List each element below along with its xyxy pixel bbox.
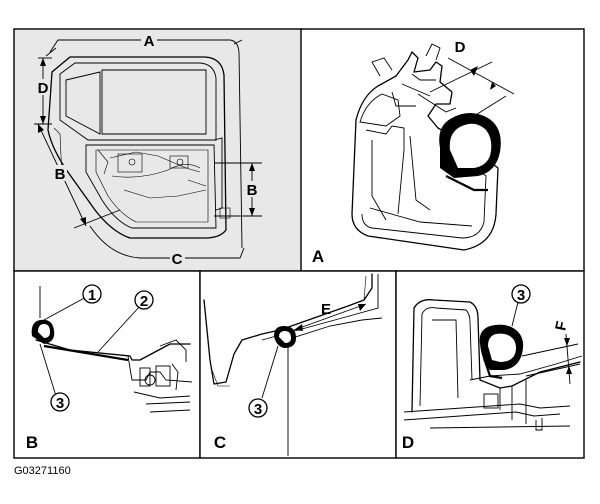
dimension-a-top: A (45, 33, 243, 249)
seal-b (31, 319, 55, 344)
dim-label-b-right: B (247, 182, 258, 199)
detail-d-panel: F 3 D (395, 270, 585, 459)
dim-label-a: A (144, 33, 155, 50)
reference-code: G03271160 (14, 465, 71, 477)
callout-3-d: 3 (511, 284, 531, 327)
dim-label-c: C (172, 251, 183, 268)
section-a-panel: D A (300, 28, 585, 272)
door-drawing (47, 56, 231, 239)
dimension-e: E (293, 301, 367, 331)
dimension-c-bottom: C (89, 225, 245, 268)
callout-3-c-text: 3 (254, 401, 262, 418)
dim-label-f: F (552, 320, 571, 333)
detail-b-profile (35, 286, 193, 413)
dimension-d-left: D (34, 57, 52, 125)
detail-b-panel: 1 2 3 B (13, 270, 201, 459)
detail-c-panel: E 3 C (199, 270, 397, 459)
seal-d (479, 324, 524, 380)
panel-label-d: D (402, 433, 414, 452)
callout-3-b: 3 (39, 343, 70, 412)
detail-d-profile (403, 299, 583, 431)
panel-label-b: B (26, 433, 38, 452)
dimension-b-left: B (37, 123, 121, 229)
panel-label-a: A (312, 247, 324, 266)
seal-a (439, 113, 501, 192)
panel-label-c: C (214, 433, 226, 452)
dimension-f: F (521, 320, 581, 385)
dim-label-d-section: D (455, 39, 466, 56)
dimension-b-right: B (214, 162, 262, 217)
section-a-profile (351, 43, 499, 251)
callout-3-d-text: 3 (517, 287, 525, 304)
overview-panel: A D B B (13, 28, 303, 272)
dim-label-b-left: B (55, 166, 66, 183)
dimension-d-section: D (429, 39, 515, 127)
callout-1: 1 (43, 284, 102, 321)
dim-label-d: D (38, 80, 49, 97)
callout-3-c: 3 (248, 345, 279, 418)
callout-2: 2 (97, 290, 154, 353)
callout-2-text: 2 (140, 293, 148, 310)
callout-1-text: 1 (88, 287, 96, 304)
seal-c (274, 326, 296, 348)
dim-label-e: E (321, 301, 331, 318)
callout-3-b-text: 3 (56, 395, 64, 412)
